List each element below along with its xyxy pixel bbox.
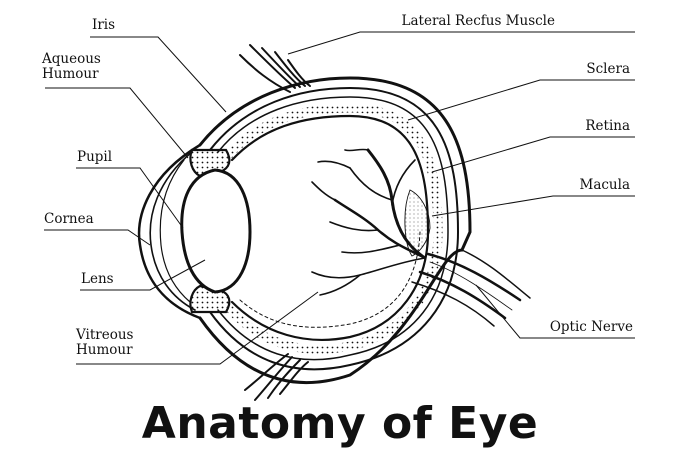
optic-nerve-fibres	[429, 261, 513, 311]
sclera-ring-1	[209, 86, 460, 371]
optic-nerve-sheath-2	[411, 281, 495, 327]
sclera-outer	[198, 76, 472, 384]
label-macula: Macula	[579, 177, 631, 193]
leader-pupil	[76, 167, 184, 229]
label-lateral-rectus-muscle: Lateral Recfus Muscle	[401, 13, 555, 29]
label-vitreous-humour: Vitreous Humour	[76, 327, 134, 358]
label-retina: Retina	[585, 118, 630, 134]
label-aqueous-humour: Aqueous Humour	[42, 51, 101, 82]
label-cornea: Cornea	[44, 211, 94, 227]
label-pupil: Pupil	[77, 149, 113, 165]
leader-vitreous-humour	[76, 291, 319, 365]
optic-nerve-sheath-1	[461, 249, 531, 299]
optic-nerve-upper	[426, 252, 522, 302]
leader-iris	[90, 36, 227, 113]
sclera-ring-2	[217, 96, 449, 361]
leader-macula	[431, 195, 635, 217]
leader-lines	[44, 31, 635, 365]
label-optic-nerve: Optic Nerve	[549, 319, 633, 335]
optic-nerve-lower	[418, 270, 507, 320]
leader-lateral-rectus	[287, 31, 635, 55]
eyeball-drawing	[137, 44, 531, 401]
retina-dashed	[239, 231, 421, 328]
macula-region	[404, 189, 431, 257]
leader-retina	[431, 136, 635, 173]
cornea-mid	[149, 151, 196, 311]
cornea-inner	[159, 159, 191, 303]
label-iris: Iris	[92, 17, 116, 33]
label-sclera: Sclera	[586, 61, 630, 77]
cornea-outer	[137, 143, 202, 320]
leader-sclera	[407, 79, 635, 121]
choroid-band	[221, 103, 443, 354]
diagram-title: Anatomy of Eye	[141, 398, 539, 449]
lens	[180, 168, 252, 294]
leader-optic-nerve	[475, 284, 635, 339]
label-lens: Lens	[81, 271, 114, 287]
leader-aqueous-humour	[45, 87, 189, 159]
leader-cornea	[44, 229, 151, 246]
leader-lens	[80, 259, 206, 291]
